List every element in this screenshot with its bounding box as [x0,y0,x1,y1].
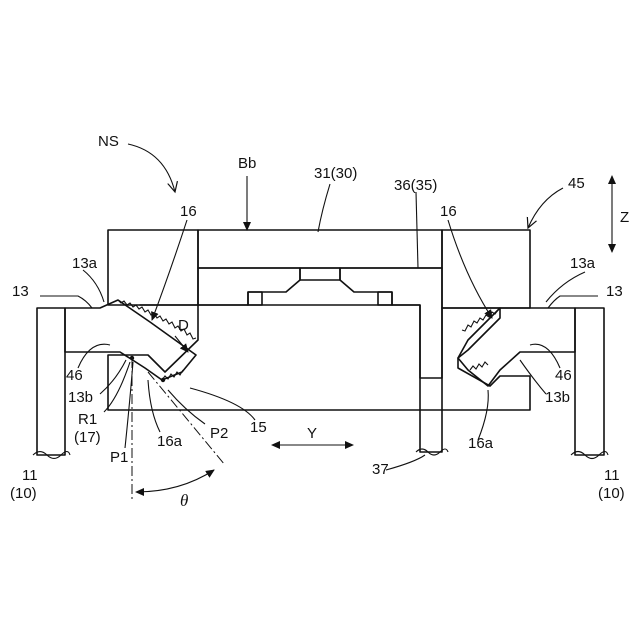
label-p1: P1 [110,449,128,466]
label-r1: R1 [78,411,97,428]
label-31: 31(30) [314,165,357,182]
arrow-45 [528,188,563,228]
label-46-right: 46 [555,367,572,384]
label-10-right: (10) [598,485,625,502]
label-13-left: 13 [12,283,29,300]
wall-11-left [37,308,65,455]
label-11-left: 11 [22,467,38,484]
theta-arc [136,470,214,492]
insert-rebate-left [248,292,262,305]
label-p2: P2 [210,425,228,442]
label-16a-left: 16a [157,433,183,450]
core-15-right [442,308,530,410]
label-bb: Bb [238,155,256,172]
sheet-13-left [65,300,196,380]
insert-rebate-right [378,292,392,305]
insert-36-right [340,268,442,378]
wall-11-right [575,308,604,455]
label-45: 45 [568,175,585,192]
label-z: Z [620,209,629,226]
label-37: 37 [372,461,389,478]
label-theta: θ [180,491,188,510]
label-10-left: (10) [10,485,37,502]
label-36: 36(35) [394,177,437,194]
label-15: 15 [250,419,267,436]
label-13a-right: 13a [570,255,596,272]
label-16-right: 16 [440,203,457,220]
label-13b-right: 13b [545,389,570,406]
ns-arrow [128,144,175,192]
label-17: (17) [74,429,101,446]
label-11-right: 11 [604,467,620,484]
insert-36-mid [300,268,340,280]
label-16a-right: 16a [468,435,494,452]
label-y: Y [307,425,317,442]
label-46-left: 46 [66,367,83,384]
insert-36 [198,268,300,305]
pin-37 [420,410,442,452]
block-31 [198,230,442,268]
mold-45-left [108,230,198,305]
label-d: D [178,317,189,334]
label-13-right: 13 [606,283,623,300]
label-ns: NS [98,133,119,150]
arrow-d [175,336,188,352]
label-16-left: 16 [180,203,197,220]
label-13a-left: 13a [72,255,98,272]
label-13b-left: 13b [68,389,93,406]
core-15 [108,305,420,410]
